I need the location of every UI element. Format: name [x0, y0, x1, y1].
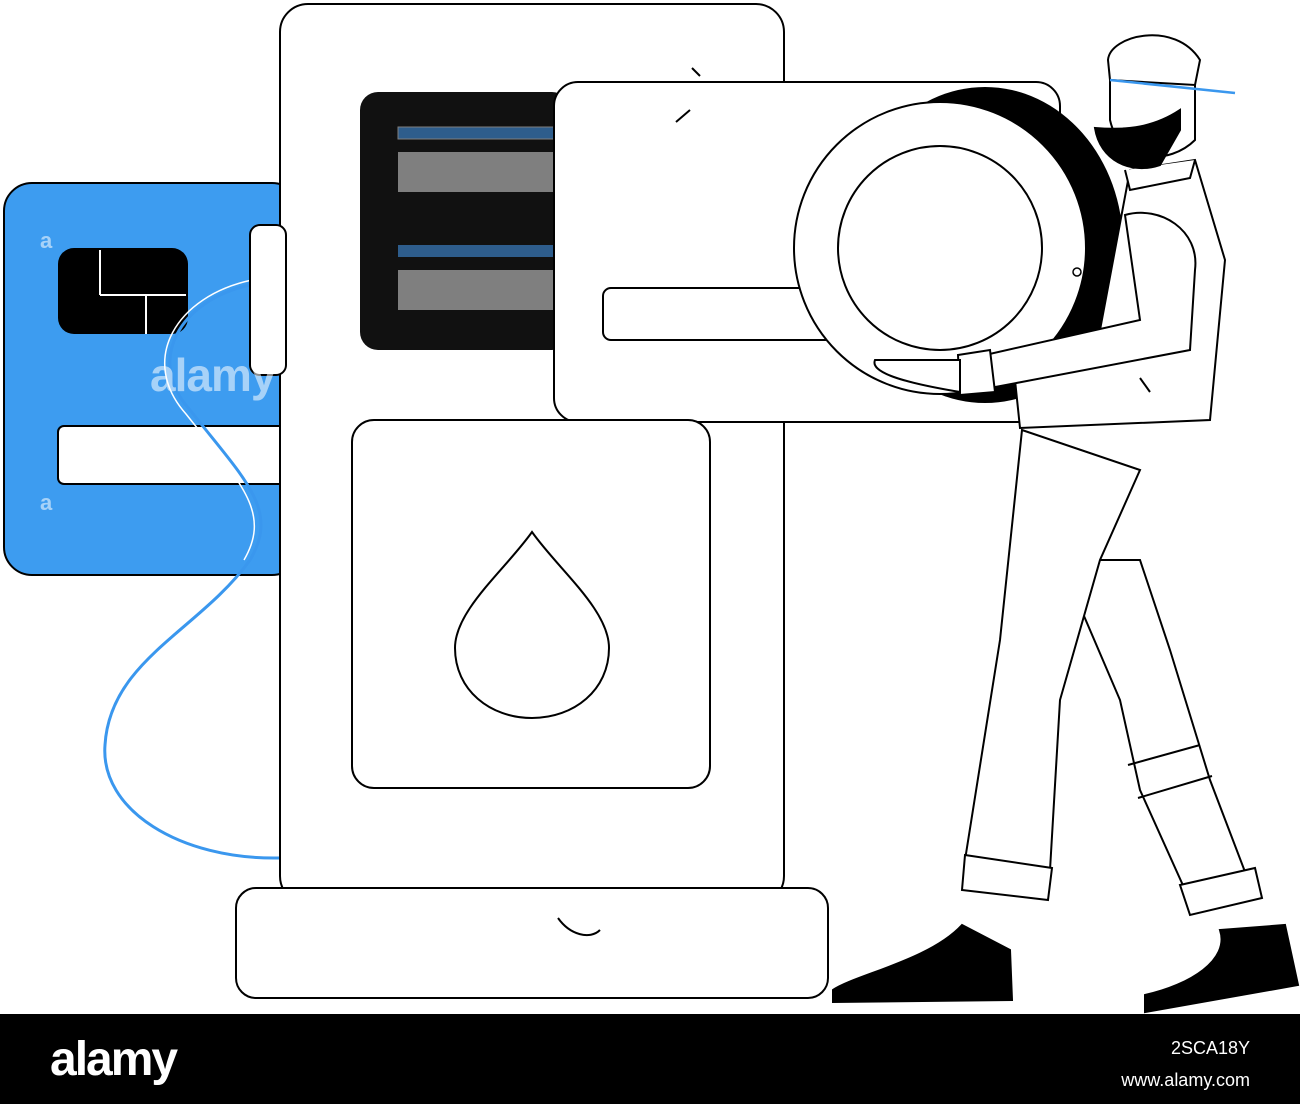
mechanic-person [832, 34, 1300, 1014]
footer-bar: alamy 2SCA18Y www.alamy.com [0, 1014, 1300, 1104]
credit-card [3, 182, 301, 576]
footer-logo[interactable]: alamy [50, 1033, 178, 1086]
charging-cable [103, 283, 281, 860]
card-chip-icon [58, 248, 188, 334]
footer-url-link[interactable]: www.alamy.com [1121, 1070, 1250, 1090]
tire [793, 87, 1123, 403]
watermark-a-bottom: a [40, 490, 53, 515]
image-id: 2SCA18Y [1170, 1038, 1250, 1058]
fuel-drop-icon [453, 530, 611, 720]
illustration [3, 3, 1300, 1014]
watermark-center: alamy [150, 349, 276, 401]
watermark-a-top: a [40, 228, 53, 253]
